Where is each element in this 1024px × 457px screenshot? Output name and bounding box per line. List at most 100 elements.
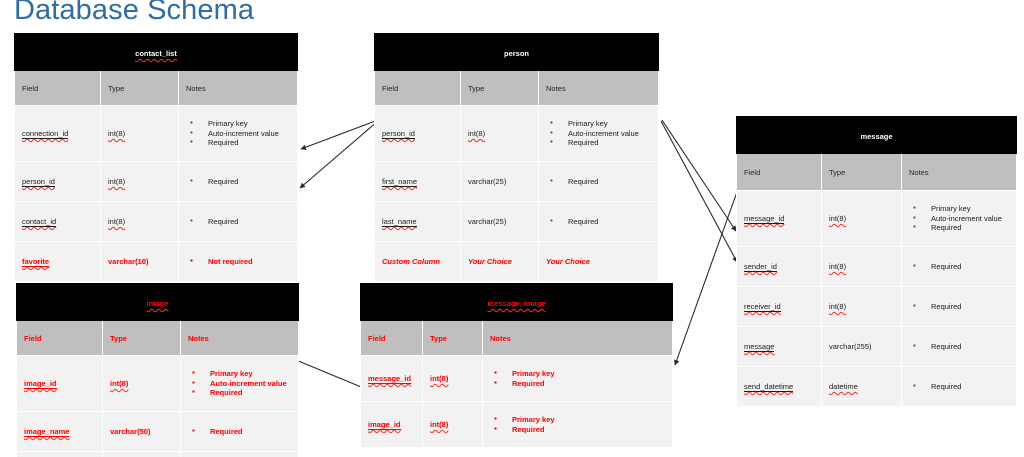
field-type: varchar(25)	[460, 201, 539, 242]
field-type: Your Choice	[460, 241, 539, 282]
table-name-message_image: message_image	[359, 283, 674, 321]
notes-list: Required	[909, 381, 1009, 392]
field-type: int(8)	[460, 105, 539, 162]
note-item: Required	[186, 176, 290, 187]
field-notes: Required	[901, 286, 1017, 327]
note-item: Required	[909, 222, 1009, 233]
column-header-field: Field	[736, 153, 822, 191]
field-type: int(8)	[821, 190, 902, 247]
relationship-arrow-person-to-contact-list-person-id	[300, 119, 379, 150]
table-row: image_locationvarchar(250)Required	[16, 451, 300, 457]
field-type: varchar(250)	[102, 451, 181, 457]
field-type: int(8)	[422, 401, 483, 448]
table-caption-row: image	[15, 283, 300, 321]
column-header-notes: Notes	[537, 70, 660, 106]
notes-list: Required	[188, 426, 291, 437]
field-name-custom-column: Custom Column	[374, 241, 461, 282]
field-notes: Required	[537, 161, 660, 202]
field-type: int(8)	[100, 161, 179, 202]
column-header-type: Type	[422, 320, 483, 356]
note-item: Primary key	[546, 118, 651, 129]
note-item: Required	[909, 261, 1009, 272]
relationship-arrow-person-to-message-receiver-id	[660, 120, 738, 263]
field-type: varchar(25)	[460, 161, 539, 202]
notes-list: Not required	[186, 256, 290, 267]
notes-list: Required	[909, 301, 1009, 312]
field-notes: Primary keyAuto-increment valueRequired	[901, 190, 1017, 247]
note-item: Primary key	[490, 414, 665, 425]
relationship-arrow-person-to-contact-list-contact-id	[299, 120, 379, 189]
field-name-sender-id: sender_id	[736, 246, 822, 287]
notes-list: Primary keyAuto-increment valueRequired	[186, 118, 290, 149]
column-header-type: Type	[100, 70, 179, 106]
field-name-contact-id: contact_id	[14, 201, 101, 242]
column-header-notes: Notes	[481, 320, 674, 356]
note-item: Primary key	[188, 368, 291, 379]
field-name-connection-id: connection_id	[14, 105, 101, 162]
note-item: Required	[188, 387, 291, 398]
note-item: Required	[490, 424, 665, 435]
column-header-field: Field	[374, 70, 461, 106]
note-item: Primary key	[490, 368, 665, 379]
table-caption-row: person	[373, 33, 660, 71]
field-notes: Primary keyRequired	[481, 355, 674, 402]
field-notes: Not required	[177, 241, 299, 282]
field-name-image-name: image_name	[16, 411, 103, 452]
field-notes: Required	[901, 246, 1017, 287]
field-notes: Required	[537, 201, 660, 242]
field-notes: Required	[179, 451, 300, 457]
table-name-contact_list: contact_list	[13, 33, 299, 71]
note-item: Required	[909, 301, 1009, 312]
note-item: Not required	[186, 256, 290, 267]
notes-list: Primary keyAuto-increment valueRequired	[909, 203, 1009, 234]
field-name-message-id: message_id	[360, 355, 423, 402]
table-name-person: person	[373, 33, 660, 71]
field-type: int(8)	[100, 201, 179, 242]
table-caption-row: message	[736, 116, 1017, 154]
column-header-type: Type	[460, 70, 539, 106]
column-header-notes: Notes	[901, 153, 1017, 191]
field-type: datetime	[821, 366, 902, 407]
table-name-message: message	[736, 116, 1017, 154]
note-item: Required	[909, 381, 1009, 392]
notes-list: Required	[909, 261, 1009, 272]
note-item: Required	[186, 216, 290, 227]
field-type: varchar(50)	[102, 411, 181, 452]
field-type: int(8)	[821, 286, 902, 327]
notes-list: Primary keyAuto-increment valueRequired	[546, 118, 651, 149]
field-name-person-id: person_id	[14, 161, 101, 202]
page-title: Database Schema	[14, 0, 255, 26]
note-item: Auto-increment value	[909, 213, 1009, 224]
note-item: Auto-increment value	[186, 128, 290, 139]
column-header-type: Type	[821, 153, 902, 191]
note-item: Required	[909, 341, 1009, 352]
table-row: send_datetimedatetimeRequired	[736, 366, 1017, 407]
field-name-last-name: last_name	[374, 201, 461, 242]
field-type: int(8)	[100, 105, 179, 162]
table-caption-row: message_image	[359, 283, 674, 321]
note-item: Auto-increment value	[546, 128, 651, 139]
notes-list: Required	[909, 341, 1009, 352]
field-name-message: message	[736, 326, 822, 367]
note-item: Auto-increment value	[188, 378, 291, 389]
notes-list: Primary keyRequired	[490, 368, 665, 389]
column-header-field: Field	[14, 70, 101, 106]
field-notes: Required	[177, 161, 299, 202]
note-item: Required	[490, 378, 665, 389]
field-type: varchar(10)	[100, 241, 179, 282]
column-header-field: Field	[16, 320, 103, 356]
note-item: Required	[546, 216, 651, 227]
